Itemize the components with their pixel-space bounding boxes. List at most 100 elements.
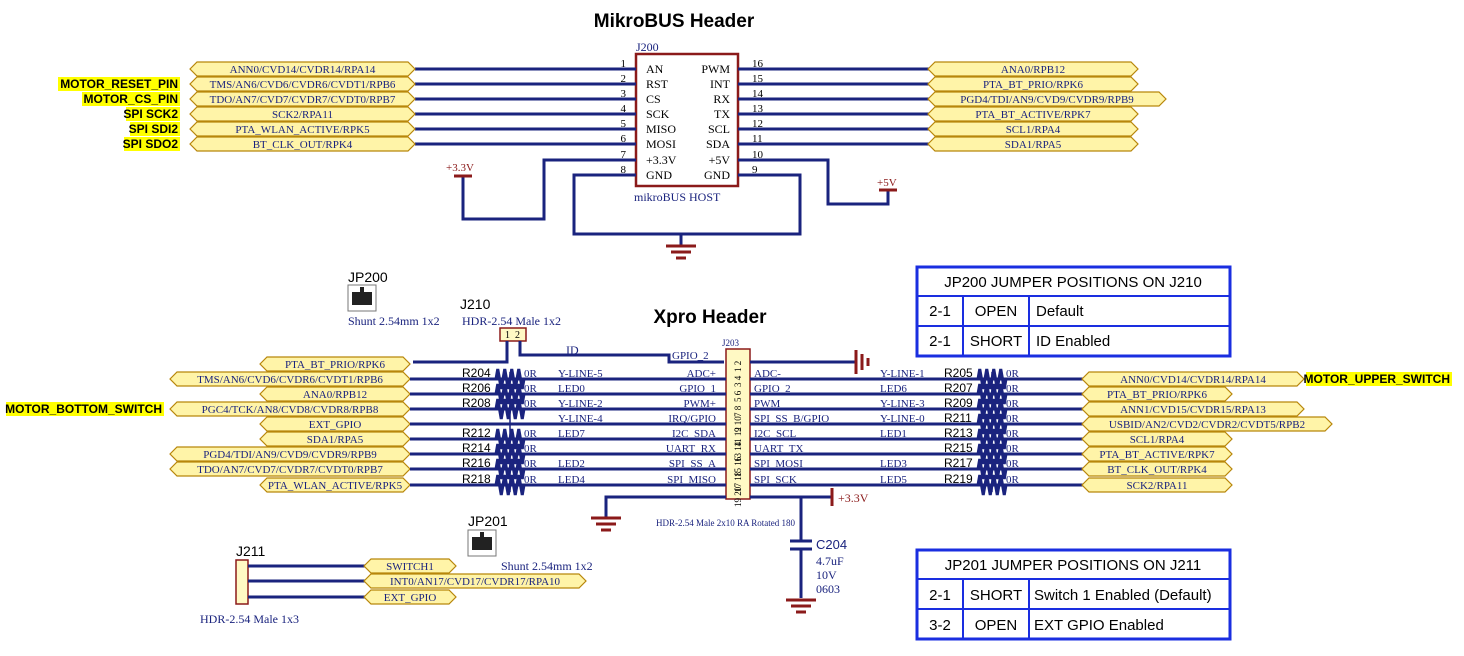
xp-net-flag [1081,461,1233,477]
jp200-jumper-table: JP200 JUMPER POSITIONS ON J210 2-1 OPEN … [915,265,1232,358]
xp-signal: LED0 [558,383,585,395]
resistor-ref: R207 [944,381,973,395]
xp-signal: LED3 [880,458,907,470]
j203-pin-num: 17 18 [733,471,743,492]
mb-pin-num: 9 [752,164,758,176]
mb-net-flag [927,106,1139,122]
xp-function: PWM [754,398,781,410]
mb-net-flag-label: PTA_WLAN_ACTIVE/RPK5 [235,124,370,136]
xp-function: SPI_MOSI [754,458,803,470]
mb-pin-name: TX [714,107,730,121]
j203-pin-num: 11 12 [733,427,743,447]
mb-note-highlight [130,122,180,136]
j210-wiring [413,341,724,364]
xp-signal: LED1 [880,428,907,440]
table-cell: 2-1 [929,587,951,604]
xp-net-flag-label: BT_CLK_OUT/RPK4 [1107,464,1207,476]
j211-net-flag-label: SWITCH1 [386,561,434,573]
c204-volt: 10V [816,568,837,582]
xp-net-flag-label: PTA_WLAN_ACTIVE/RPK5 [268,480,403,492]
resistor-ref: R217 [944,456,973,470]
resistor-ref: R204 [462,366,491,380]
table-cell: 2-1 [929,303,951,320]
resistor-ref: R211 [944,411,972,425]
mb-pin-name: INT [710,77,731,91]
xp-function: SPI_MISO [667,474,716,486]
xp-signal: Y-LINE-3 [880,398,925,410]
resistor-ref: R206 [462,381,491,395]
resistor-value: 0R [524,368,538,380]
xp-note-highlight [6,402,164,416]
xp-net-flag-label: SCL1/RPA4 [1130,434,1185,446]
xp-function: ADC+ [687,368,716,380]
mb-pin-num: 12 [752,118,763,130]
mb-note-highlight [124,137,180,151]
mb-pin-name: RST [646,77,669,91]
xp-signal: Y-LINE-4 [558,413,603,425]
resistor-ref: R218 [462,472,491,486]
xp-note-highlight [1306,372,1452,386]
xp-net-flag-label: ANN0/CVD14/CVDR14/RPA14 [1120,374,1266,386]
resistor-ref: R216 [462,456,491,470]
resistor-value: 0R [524,443,538,455]
xp-net-flag-label: USBID/AN2/CVD2/CVDR2/CVDT5/RPB2 [1109,419,1305,431]
xp-function: GPIO_1 [679,383,716,395]
mb-pwr5-label: +5V [877,177,897,189]
mb-pin-num: 1 [621,58,627,70]
mb-pin-num: 14 [752,88,764,100]
xp-signal: Y-LINE-1 [880,368,925,380]
xpro-bottom-wiring [604,488,834,598]
ground-icon [666,244,696,260]
resistor-value: 0R [1006,474,1020,486]
mb-net-flag [927,61,1139,77]
mb-pin-num: 5 [621,118,627,130]
mb-net-flag-label: ANN0/CVD14/CVDR14/RPA14 [230,64,376,76]
table-cell: Switch 1 Enabled (Default) [1034,587,1212,604]
xp-function: UART_TX [754,443,804,455]
jp200-label: JP200 [348,269,388,285]
mb-pin-num: 7 [621,149,627,161]
j210-desc: HDR-2.54 Male 1x2 [462,314,561,328]
mb-note: MOTOR_CS_PIN [84,92,178,106]
j210-pin2: 2 [515,330,520,341]
xp-function: SPI_SCK [754,474,797,486]
resistor-value: 0R [1006,413,1020,425]
mb-net-flag [927,76,1139,92]
j203-pin-num: 19 20 [733,486,743,507]
xp-signal: LED6 [880,383,907,395]
mb-pin-name: AN [646,62,664,76]
mb-net-flag [189,136,416,152]
j210-label: J210 [460,296,491,312]
mb-net-flag-label: SCL1/RPA4 [1006,124,1061,136]
xp-net-flag-label: SDA1/RPA5 [307,434,364,446]
xp-net-flag-label: PTA_BT_PRIO/RPK6 [285,359,385,371]
resistor-value: 0R [1006,443,1020,455]
xp-net-flag [1081,401,1305,417]
mb-pin-name: GND [646,168,672,182]
mb-net-flag [189,121,416,137]
xpro-pwr33-label: +3.3V [838,491,869,505]
xp-net-flag-label: PTA_BT_ACTIVE/RPK7 [1099,449,1215,461]
j211-label: J211 [236,543,266,559]
j203-pin-num: 3 4 [733,375,743,387]
j200-ref: J200 [636,40,659,54]
mb-net-flag-label: SDA1/RPA5 [1005,139,1062,151]
table-cell: OPEN [975,617,1018,634]
xp-net-flag [1081,446,1233,462]
c204-val: 4.7uF [816,554,844,568]
resistor-ref: R213 [944,426,973,440]
table-cell: SHORT [970,587,1022,604]
xp-net-flag-label: ANN1/CVD15/CVDR15/RPA13 [1120,404,1266,416]
xp-signal: LED4 [558,474,585,486]
xp-net-flag [259,356,411,372]
mb-net-flag-label: PGD4/TDI/AN9/CVD9/CVDR9/RPB9 [960,94,1134,106]
resistor-ref: R215 [944,441,973,455]
mb-net-flag-label: PTA_BT_PRIO/RPK6 [983,79,1083,91]
j203-ref: J203 [722,338,740,348]
mb-pin-name: SDA [706,137,730,151]
j203-body [725,348,751,500]
xp-net-flag [1081,416,1333,432]
j203-pin-num: 13 14 [733,441,743,462]
mb-pwr33-label: +3.3V [446,162,474,174]
xp-function: SPI_SS_B/GPIO [754,413,829,425]
